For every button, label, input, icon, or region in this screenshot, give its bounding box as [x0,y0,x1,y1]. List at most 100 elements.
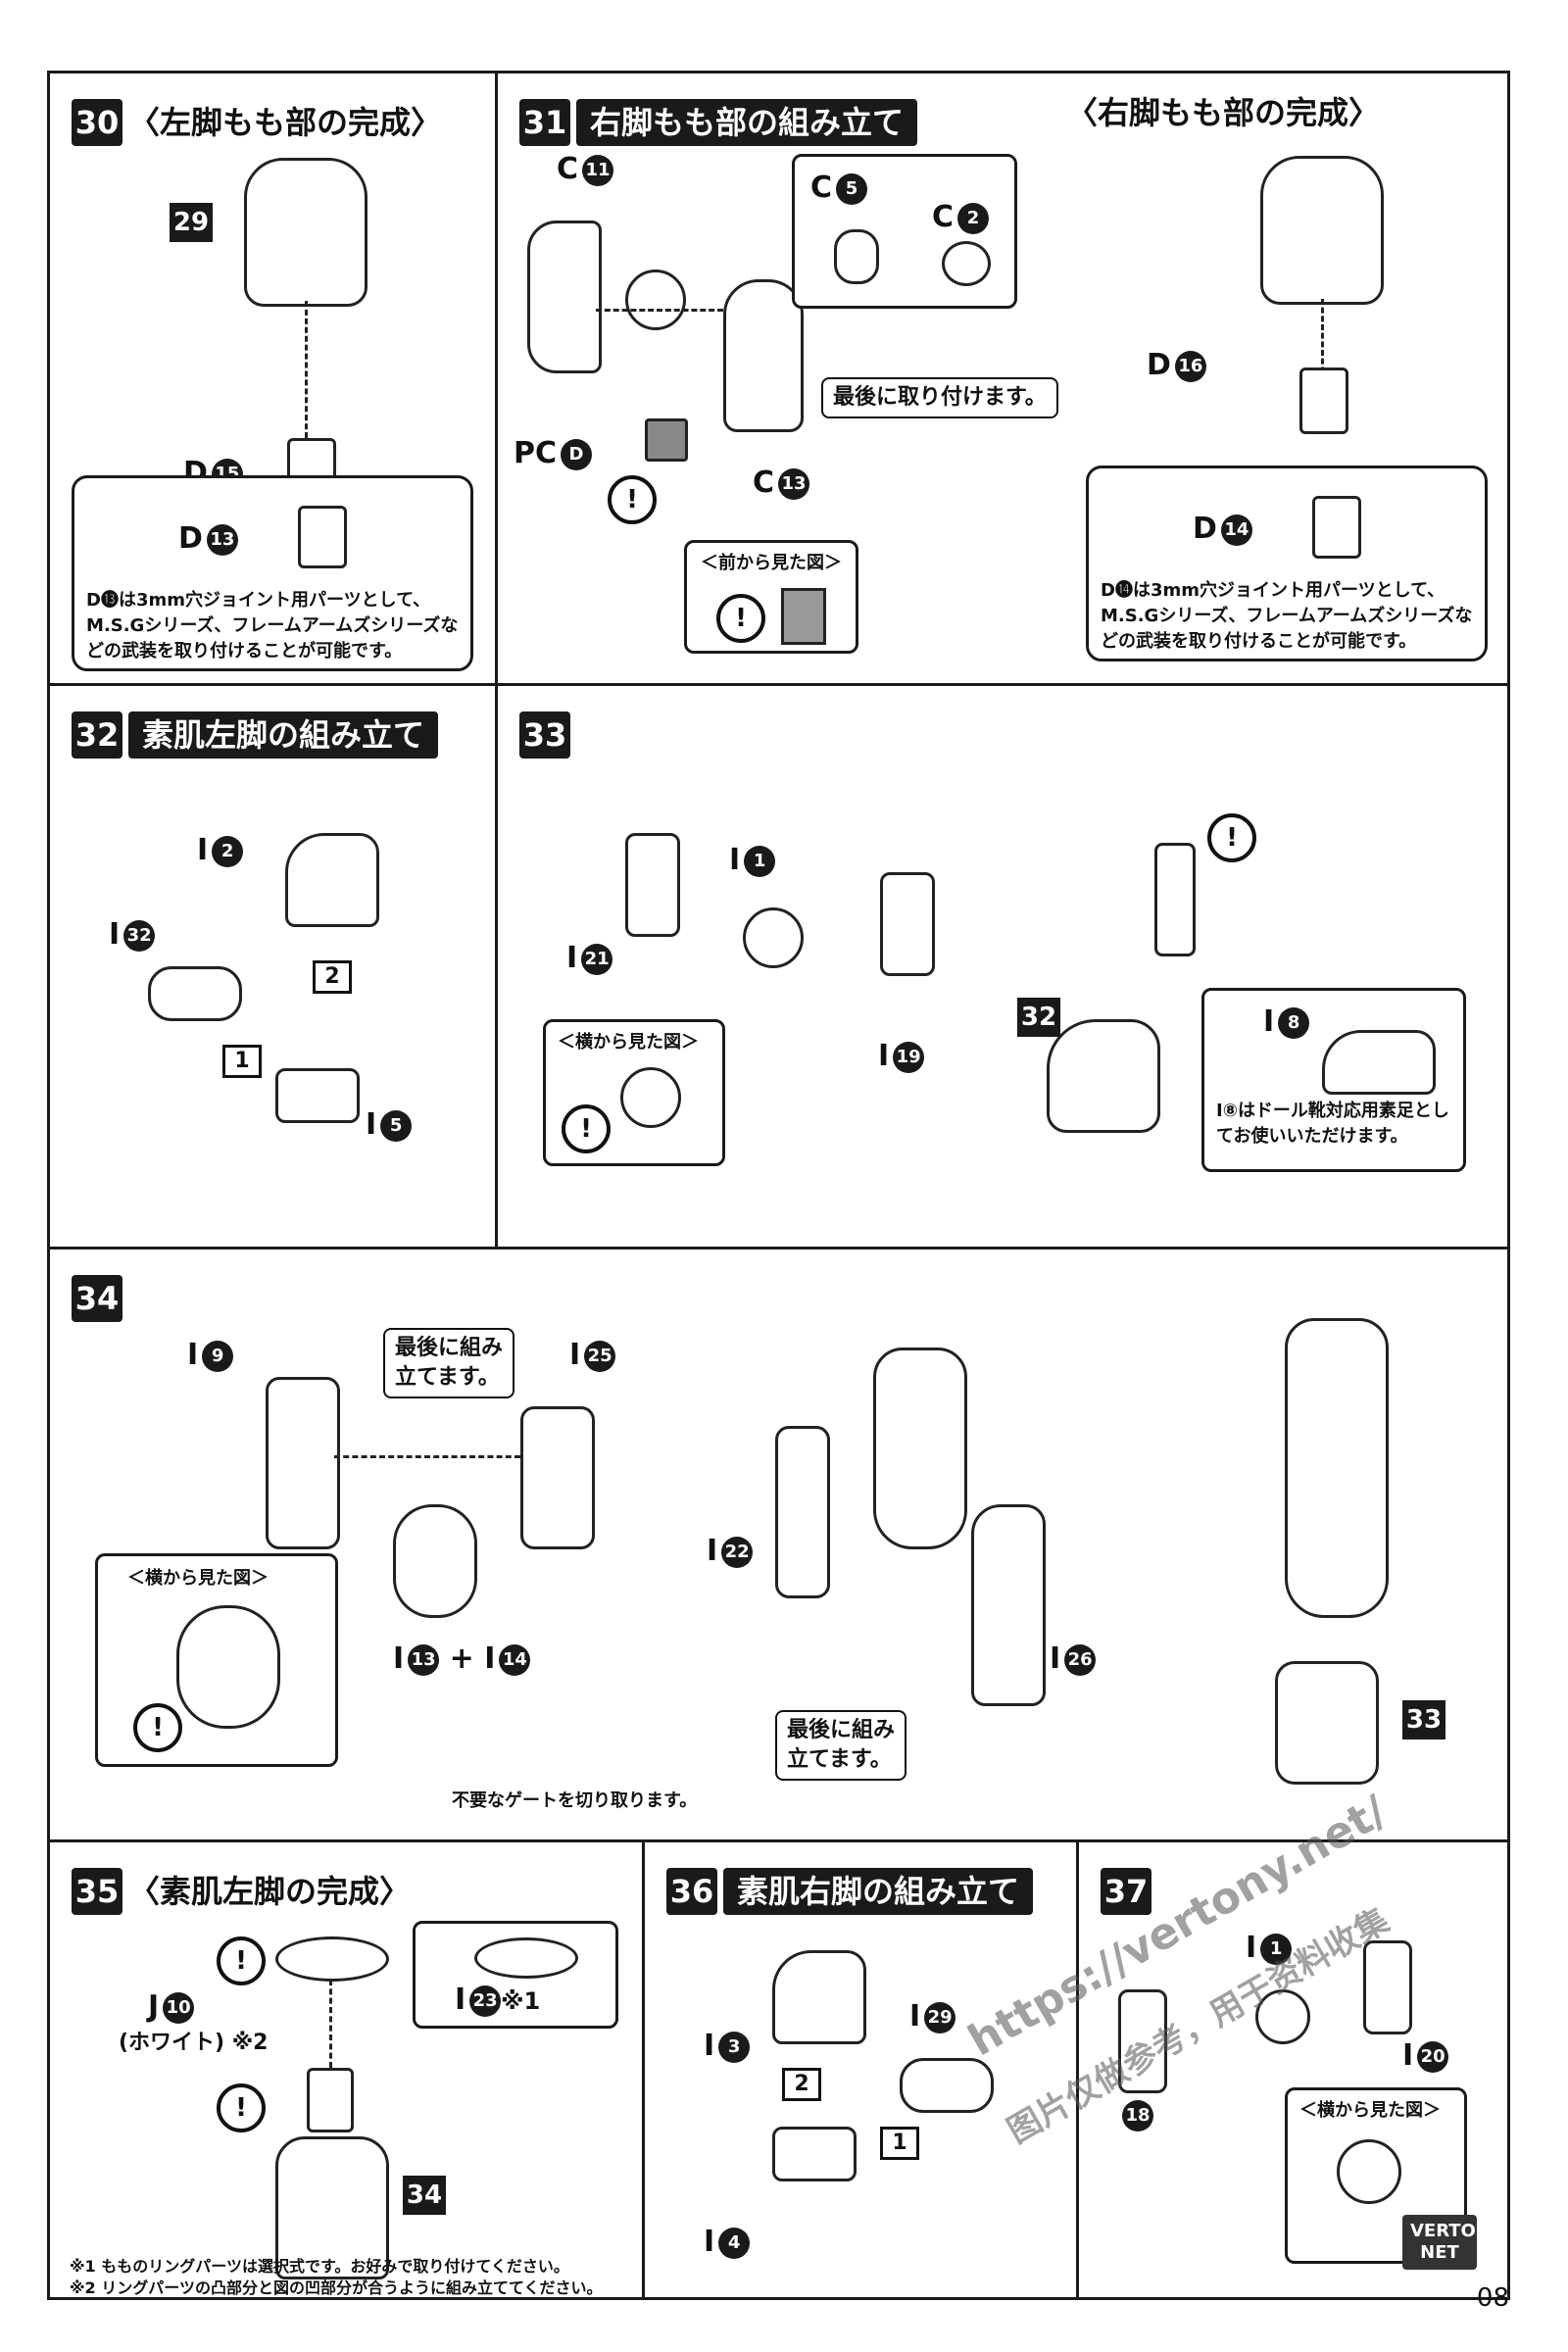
ankle-joint-part [1154,843,1196,956]
sole-part [275,1068,360,1123]
page-number: 08 [1476,2283,1509,2313]
option-note: D⓮は3mm穴ジョイント用パーツとして、M.S.Gシリーズ、フレームアームズシリ… [1101,580,1473,652]
footnote-1: ※1 もものリングパーツは選択式です。お好みで取り付けてください。 [70,2257,569,2276]
part-ref-29: 29 [170,203,213,242]
step-title: 右脚もも部の組み立て [576,99,918,146]
step-title: 素肌右脚の組み立て [723,1868,1034,1915]
knee-ring-part [743,907,804,968]
step-title: 素肌左脚の組み立て [128,711,439,759]
part-letter: I [187,1338,199,1372]
part-number: 16 [1174,350,1206,382]
alt-joint-part [298,506,347,568]
shin-joint-part [880,872,935,976]
shin-cover-part [775,1426,830,1598]
toe-part [900,2058,994,2113]
part-number: 10 [163,1991,195,2024]
part-number: 32 [123,919,156,952]
part-number: 18 [1122,2099,1153,2132]
part-number: 13 [206,523,238,556]
doll-shoe-foot-part [1322,1030,1436,1095]
part-number: 4 [718,2227,751,2259]
part-ref-34: 34 [403,2176,446,2215]
part-number: 9 [202,1340,234,1372]
part-number: 5 [836,172,868,205]
part-number: 22 [721,1536,754,1568]
part-letter: I [569,1338,581,1372]
part-number: 23 [469,1984,502,2017]
calf-cover-part [971,1504,1046,1706]
part-letter: I [878,1039,890,1073]
cap-part [942,241,991,286]
part-letter: I [909,1999,921,2034]
last-step-callout: 最後に組み立てます。 [383,1328,514,1398]
vertony-logo: VERTONY NET [1402,2215,1503,2270]
plus-sign: + [449,1642,474,1676]
part-number: 1 [1260,1933,1293,1965]
side-view-label: ＜横から見た図＞ [1299,2100,1441,2121]
part-letter: I [566,941,578,975]
side-view-box: ＜横から見た図＞ ! [543,1019,725,1166]
knee-frame-part [625,833,680,937]
order-2: 2 [782,2068,821,2101]
ring-part-alt [474,1937,578,1979]
step-number: 33 [519,711,570,759]
thigh-part-complete [1260,156,1384,305]
order-1: 1 [880,2127,919,2160]
knee-plate-side-view [176,1605,280,1729]
part-letter: C [810,171,833,205]
part-number: 14 [1220,514,1252,546]
hip-joint-part [625,270,686,330]
part-label: 18 [1118,2097,1153,2132]
thigh-shell-part [527,220,602,373]
part-letter: I [1402,2038,1414,2073]
part-number: 19 [893,1041,925,1073]
part-letter: I [729,843,741,877]
part-letter: I [197,833,209,867]
side-view-box: ＜横から見た図＞ ! [95,1553,338,1767]
foot-assembly [1047,1019,1160,1133]
part-number: 8 [1278,1006,1310,1039]
part-number: 5 [380,1109,413,1142]
foot-cover-part [772,1950,866,2044]
warning-icon: ! [217,2083,266,2132]
knee-plate-part [393,1504,477,1618]
part-letter: I [455,1983,466,2017]
part-letter: D [1193,512,1217,546]
part-letter: I [484,1642,496,1676]
footnote-2: ※2 リングパーツの凸部分と図の凹部分が合うように組み立ててください。 [70,2278,603,2297]
part-letter: I [1246,1931,1257,1965]
step-number: 34 [72,1275,122,1322]
part-letter: I [704,2029,715,2063]
order-1: 1 [222,1045,262,1078]
step-number: 36 [666,1868,717,1915]
part-letter: I [707,1534,718,1568]
part-letter: D [178,521,203,556]
part-letter: I [366,1107,377,1142]
part-letter: C [557,152,579,186]
step-number: 30 [72,99,122,146]
